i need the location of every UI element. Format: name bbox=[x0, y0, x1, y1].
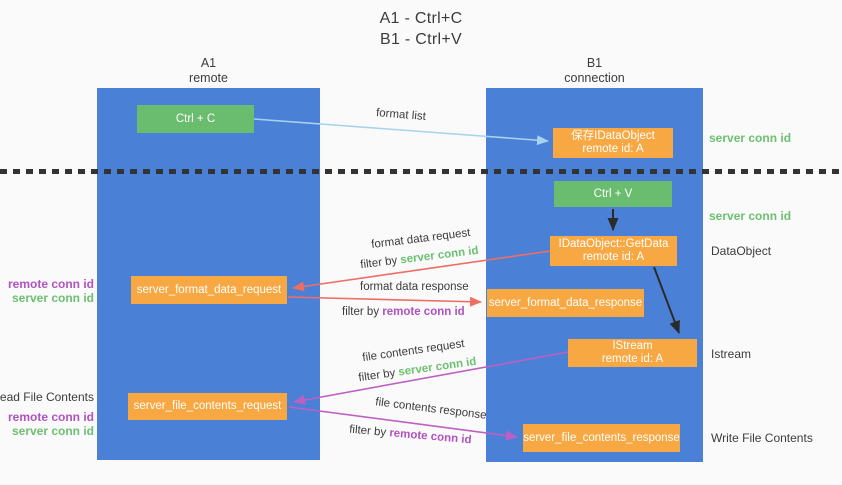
node-ctrl-c-label: Ctrl + C bbox=[175, 112, 216, 125]
label-server-conn-id-left-2: server conn id bbox=[11, 424, 94, 438]
lane-a1-role: remote bbox=[189, 71, 228, 85]
filter-by-text-4: filter by bbox=[348, 423, 390, 440]
label-remote-conn-id-left-1: remote conn id bbox=[7, 277, 94, 291]
node-format-request-label: server_format_data_request bbox=[136, 283, 282, 296]
node-ctrl-c: Ctrl + C bbox=[137, 105, 254, 133]
filter-by-text-3: filter by bbox=[357, 366, 400, 385]
edge-label-file-contents-response: file contents response bbox=[374, 396, 488, 422]
edge-label-format-data-response: format data response bbox=[360, 281, 469, 293]
label-write-file-contents: Write File Contents bbox=[711, 431, 813, 445]
filter-value-3: server conn id bbox=[397, 355, 478, 379]
node-file-request-label: server_file_contents_request bbox=[133, 400, 282, 412]
node-format-response-label: server_format_data_response bbox=[488, 296, 643, 309]
label-server-conn-id-right-1: server conn id bbox=[709, 131, 792, 145]
node-save-idataobject-line1: 保存IDataObject bbox=[571, 130, 655, 142]
diagram-title: A1 - Ctrl+C B1 - Ctrl+V bbox=[0, 8, 842, 50]
label-istream: Istream bbox=[711, 347, 752, 361]
node-istream: IStream remote id: A bbox=[568, 339, 697, 367]
lane-header-a1: A1 remote bbox=[97, 56, 320, 86]
node-istream-line2: remote id: A bbox=[601, 353, 664, 365]
filter-by-text-1: filter by bbox=[359, 254, 402, 272]
node-server-format-data-response: server_format_data_response bbox=[487, 289, 644, 317]
filter-by-text-2: filter by bbox=[342, 306, 383, 318]
label-server-conn-id-right-2: server conn id bbox=[709, 209, 792, 223]
node-server-file-contents-request: server_file_contents_request bbox=[128, 393, 287, 420]
node-file-response-label: server_file_contents_response bbox=[523, 431, 680, 444]
lane-header-b1: B1 connection bbox=[486, 56, 703, 86]
node-save-idataobject: 保存IDataObject remote id: A bbox=[553, 128, 673, 158]
edge-label-filter-2: filter by remote conn id bbox=[342, 306, 465, 318]
node-istream-line1: IStream bbox=[612, 340, 653, 352]
node-ctrl-v: Ctrl + V bbox=[554, 181, 672, 207]
session-divider-dotted-line bbox=[0, 169, 842, 174]
node-idataobject-getdata: IDataObject::GetData remote id: A bbox=[550, 236, 677, 266]
node-server-format-data-request: server_format_data_request bbox=[131, 276, 287, 304]
title-line-1: A1 - Ctrl+C bbox=[379, 10, 463, 27]
filter-value-1: server conn id bbox=[399, 244, 480, 267]
lane-b1-name: B1 bbox=[586, 56, 603, 70]
label-server-conn-id-left-1: server conn id bbox=[11, 291, 94, 305]
label-read-file-contents: Read File Contents bbox=[0, 390, 94, 404]
filter-value-4: remote conn id bbox=[388, 427, 472, 447]
lane-b1-role: connection bbox=[564, 71, 625, 85]
lane-a1-name: A1 bbox=[200, 56, 217, 70]
title-line-2: B1 - Ctrl+V bbox=[380, 31, 462, 48]
label-dataobject: DataObject bbox=[711, 244, 772, 258]
node-server-file-contents-response: server_file_contents_response bbox=[523, 424, 680, 452]
filter-value-2: remote conn id bbox=[382, 306, 465, 318]
node-save-idataobject-line2: remote id: A bbox=[582, 143, 644, 155]
node-ctrl-v-label: Ctrl + V bbox=[593, 187, 633, 200]
edge-label-format-list: format list bbox=[375, 107, 427, 123]
label-remote-conn-id-left-2: remote conn id bbox=[7, 410, 94, 424]
node-getdata-line2: remote id: A bbox=[582, 251, 645, 263]
node-getdata-line1: IDataObject::GetData bbox=[558, 238, 669, 250]
edge-label-filter-4: filter by remote conn id bbox=[349, 424, 472, 447]
